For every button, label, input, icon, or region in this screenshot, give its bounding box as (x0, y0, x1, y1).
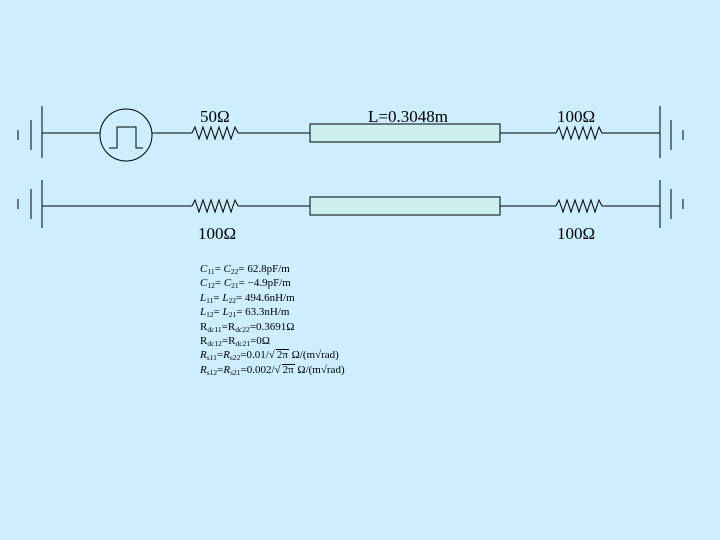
transmission-line-icon (309, 196, 501, 216)
resistor-icon (191, 198, 239, 214)
resistor-icon (555, 198, 603, 214)
param-rdc12: Rdc12=Rdc21=0Ω (200, 335, 270, 349)
resistor-icon (191, 125, 239, 141)
ground-icon (17, 180, 43, 228)
pulse-source-icon (99, 108, 153, 162)
param-rs12: Rs12=Rs21=0.002/√2π Ω/(m√rad) (200, 363, 345, 377)
load-resistor-top-label: 100Ω (557, 107, 595, 126)
line-parameters: C11= C22= 62.8pF/m C12= C21= −4.9pF/m L1… (200, 262, 345, 377)
line-length-label: L=0.3048m (368, 107, 448, 126)
transmission-line-icon (309, 123, 501, 143)
param-l12: L12= L21= 63.3nH/m (200, 306, 290, 320)
param-c11: C11= C22= 62.8pF/m (200, 263, 290, 276)
param-rdc11: Rdc11=Rdc22=0.3691Ω (200, 320, 295, 334)
param-l11: L11= L22= 494.6nH/m (200, 291, 295, 305)
source-resistor-label: 50Ω (200, 107, 230, 126)
ground-icon (659, 180, 684, 228)
ground-icon (659, 106, 684, 158)
resistor-icon (555, 125, 603, 141)
ground-icon (17, 106, 43, 158)
load-resistor-bottom-label: 100Ω (557, 224, 595, 243)
param-c12: C12= C21= −4.9pF/m (200, 277, 291, 291)
param-rs11: Rs11=Rs22=0.01/√2π Ω/(m√rad) (200, 349, 339, 363)
source-resistor-bottom-label: 100Ω (198, 224, 236, 243)
